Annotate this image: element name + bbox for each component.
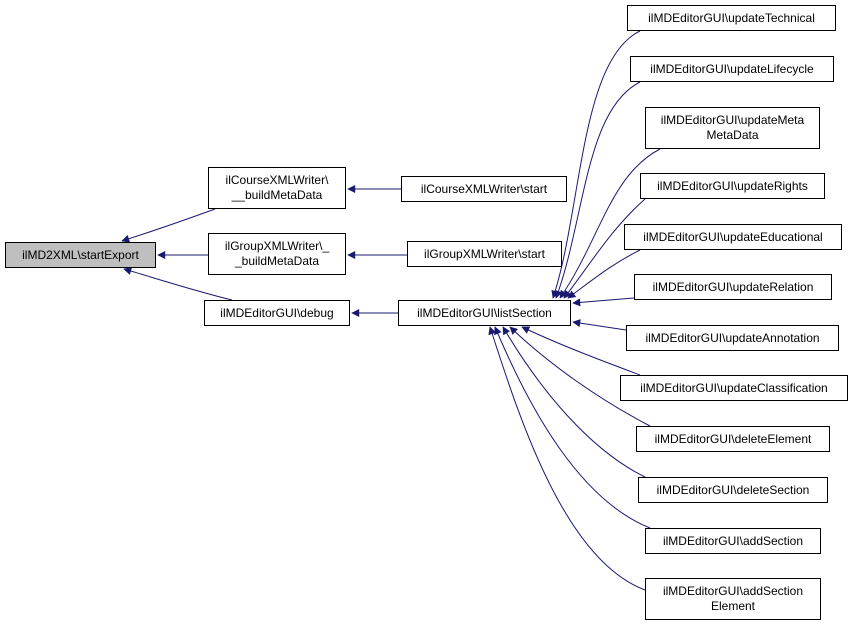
node-label: ilMDEditorGUI\updateAnnotation (645, 330, 820, 345)
node-label: ilCourseXMLWriter\start (420, 181, 548, 196)
node-label: __buildMetaData (231, 188, 323, 202)
node-ilmdeditorgui-updateannotation[interactable]: ilMDEditorGUI\updateAnnotation (626, 325, 839, 351)
edge-update-educational-to-list (567, 249, 641, 299)
edge-course-build-to-root (121, 208, 216, 243)
node-label: ilMDEditorGUI\debug (220, 305, 334, 320)
node-label: ilMDEditorGUI\updateEducational (643, 229, 823, 244)
node-label: ilGroupXMLWriter\start (424, 246, 545, 261)
edge-update-relation-to-list (572, 297, 635, 307)
edge-debug-to-root (123, 267, 233, 301)
node-label: ilMDEditorGUI\deleteSection (656, 482, 810, 497)
node-label: ilMDEditorGUI\addSection (662, 533, 804, 548)
node-ilgroupxmlwriter-start[interactable]: ilGroupXMLWriter\start (407, 241, 562, 267)
node-ilcoursexmlwriter-buildmetadata[interactable]: ilCourseXMLWriter\ __buildMetaData (208, 167, 346, 209)
edge-delete-section-to-list (502, 326, 646, 478)
node-label: ilMDEditorGUI\addSection (662, 584, 804, 598)
node-ilmdeditorgui-updateclassification[interactable]: ilMDEditorGUI\updateClassification (620, 375, 848, 401)
node-ilmdeditorgui-addsection[interactable]: ilMDEditorGUI\addSection (645, 528, 821, 554)
node-ilmdeditorgui-deleteelement[interactable]: ilMDEditorGUI\deleteElement (636, 426, 830, 452)
node-ilmdeditorgui-listsection[interactable]: ilMDEditorGUI\listSection (398, 300, 571, 326)
node-ilmd2xml-startexport: ilMD2XML\startExport (5, 242, 156, 268)
node-ilmdeditorgui-debug[interactable]: ilMDEditorGUI\debug (204, 300, 350, 326)
node-ilmdeditorgui-deletesection[interactable]: ilMDEditorGUI\deleteSection (638, 477, 828, 503)
node-ilmdeditorgui-updatemetametadata[interactable]: ilMDEditorGUI\updateMeta MetaData (645, 107, 820, 149)
node-ilgroupxmlwriter-buildmetadata[interactable]: ilGroupXMLWriter\_ _buildMetaData (208, 233, 346, 275)
edge-update-lifecycle-to-list (554, 81, 641, 299)
edge-add-section-element-to-list (488, 326, 646, 591)
node-ilmdeditorgui-updatelifecycle[interactable]: ilMDEditorGUI\updateLifecycle (630, 56, 834, 82)
node-label: _buildMetaData (234, 254, 320, 268)
node-ilmdeditorgui-updaterights[interactable]: ilMDEditorGUI\updateRights (640, 173, 825, 199)
node-label: ilGroupXMLWriter\_ (224, 239, 330, 253)
node-label: ilMDEditorGUI\updateClassification (640, 380, 828, 395)
node-ilmdeditorgui-updatetechnical[interactable]: ilMDEditorGUI\updateTechnical (627, 5, 836, 31)
node-label: ilMDEditorGUI\updateLifecycle (650, 61, 814, 76)
node-label: ilMDEditorGUI\updateRelation (652, 279, 814, 294)
edge-delete-element-to-list (509, 326, 651, 427)
edge-update-rights-to-list (563, 198, 646, 299)
edge-update-classification-to-list (521, 326, 641, 376)
node-ilmdeditorgui-addsectionelement[interactable]: ilMDEditorGUI\addSection Element (645, 578, 821, 620)
edge-add-section-to-list (494, 326, 651, 529)
edge-update-meta-to-list (559, 148, 661, 299)
node-label: Element (710, 599, 756, 613)
node-ilmdeditorgui-updaterelation[interactable]: ilMDEditorGUI\updateRelation (634, 274, 832, 300)
edge-update-annotation-to-list (572, 319, 627, 331)
node-label: ilMD2XML\startExport (22, 247, 139, 262)
node-label: ilMDEditorGUI\listSection (417, 305, 552, 320)
node-label: ilMDEditorGUI\updateTechnical (648, 10, 815, 25)
node-label: ilCourseXMLWriter\ (225, 173, 329, 187)
edge-update-technical-to-list (551, 30, 641, 299)
node-ilmdeditorgui-updateeducational[interactable]: ilMDEditorGUI\updateEducational (624, 224, 842, 250)
node-label: ilMDEditorGUI\deleteElement (654, 431, 812, 446)
node-label: ilMDEditorGUI\updateRights (657, 178, 808, 193)
node-ilcoursexmlwriter-start[interactable]: ilCourseXMLWriter\start (401, 176, 567, 202)
node-label: MetaData (706, 128, 759, 142)
node-label: ilMDEditorGUI\updateMeta (660, 113, 805, 127)
